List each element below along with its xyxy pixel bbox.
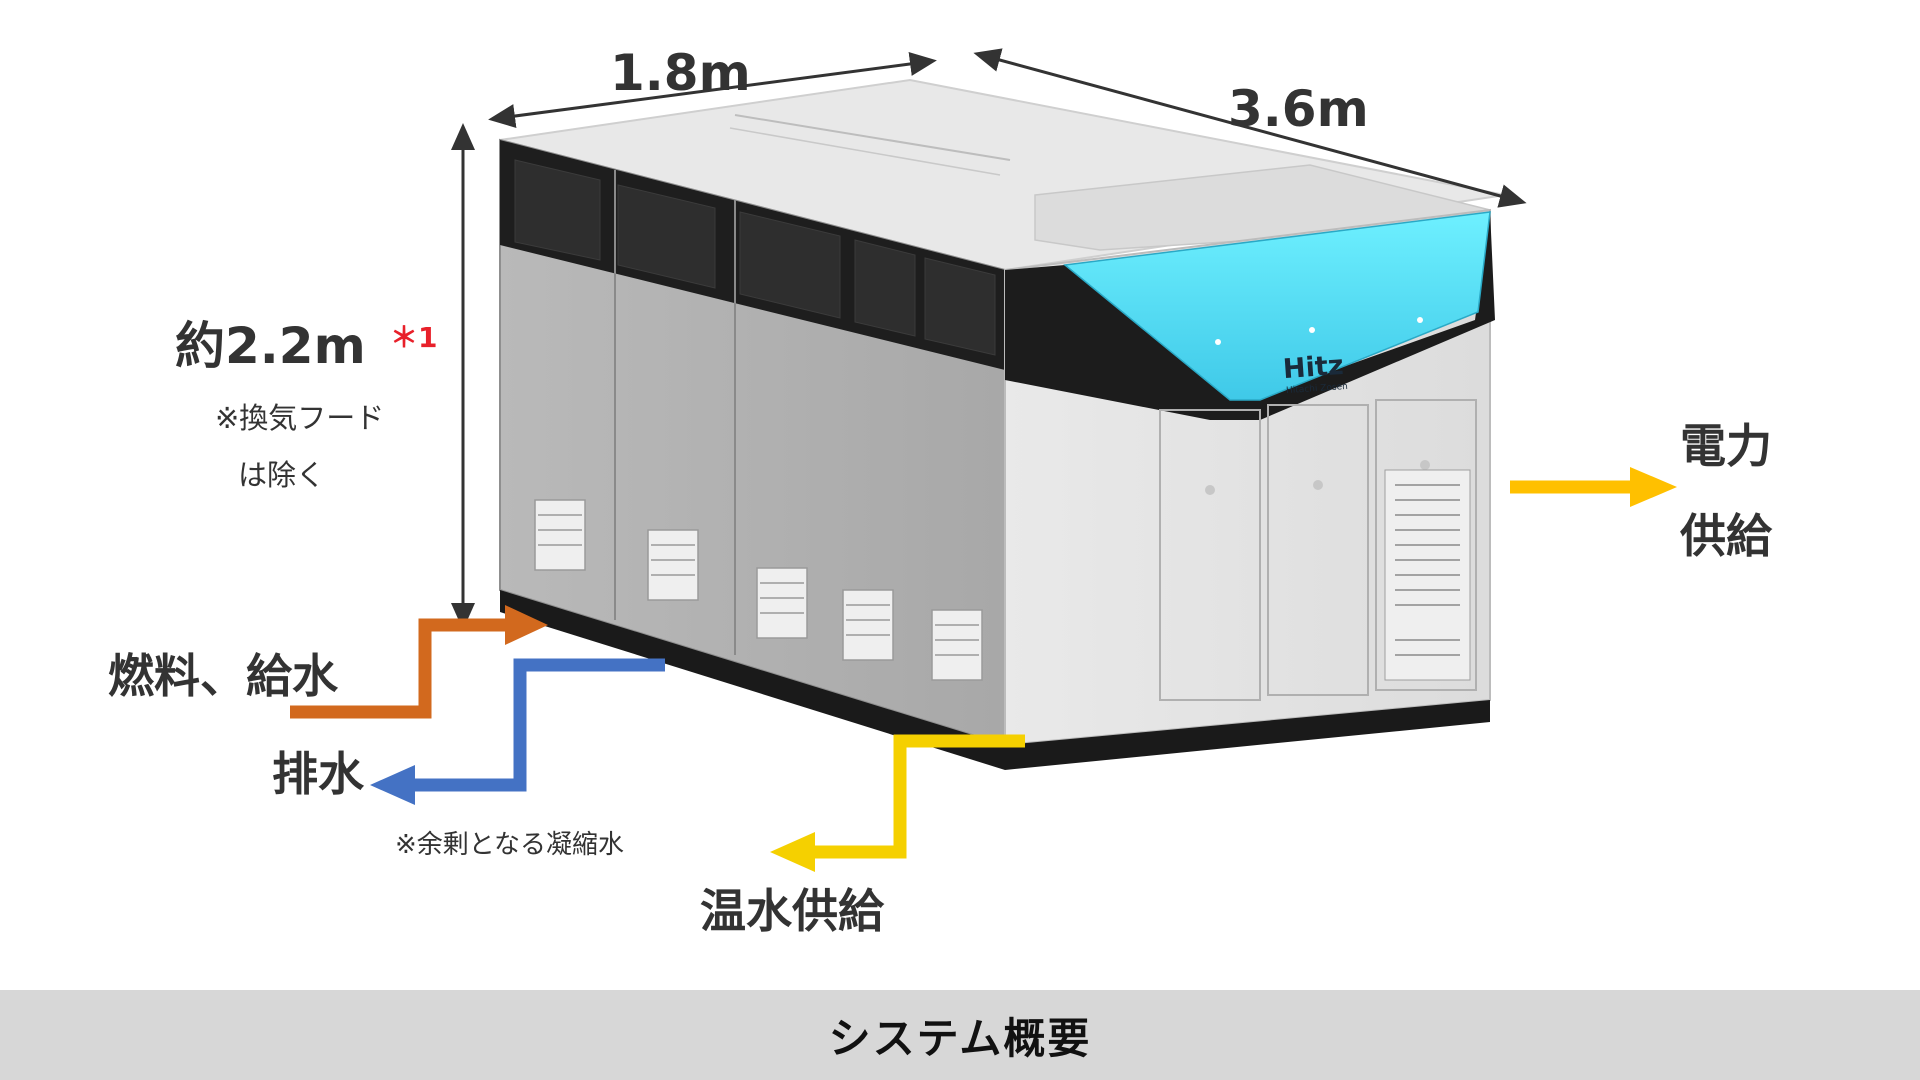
height-note-line2: は除く: [238, 458, 326, 492]
brand-logo: Hitz: [1281, 349, 1345, 386]
caption-bar: システム概要: [0, 990, 1920, 1080]
height-label: 約2.2m: [175, 317, 366, 375]
drainage-note: ※余剰となる凝縮水: [395, 830, 625, 860]
width-label: 1.8m: [610, 44, 751, 102]
power-label-line1: 電力: [1680, 419, 1772, 473]
depth-dimension-line: [973, 48, 1527, 208]
accent-panel: [1063, 211, 1491, 401]
depth-label: 3.6m: [1228, 80, 1369, 138]
power-label-line2: 供給: [1680, 509, 1772, 563]
width-dimension-line: [488, 52, 937, 128]
unit-end-band: [1005, 210, 1495, 420]
height-note-line1: ※換気フード: [215, 401, 385, 435]
footnote-mark: ＊1: [390, 321, 438, 354]
hot-water-arrow: [810, 734, 1025, 859]
unit-base-front: [500, 590, 1005, 770]
drainage-arrow: [410, 658, 665, 792]
unit-base-end: [1005, 700, 1490, 770]
fuel-water-arrow: [290, 618, 510, 719]
fuel-water-label: 燃料、給水: [108, 649, 338, 703]
drainage-label: 排水: [272, 747, 364, 801]
caption-title: システム概要: [828, 1013, 1092, 1063]
hot-water-label: 温水供給: [700, 884, 884, 938]
